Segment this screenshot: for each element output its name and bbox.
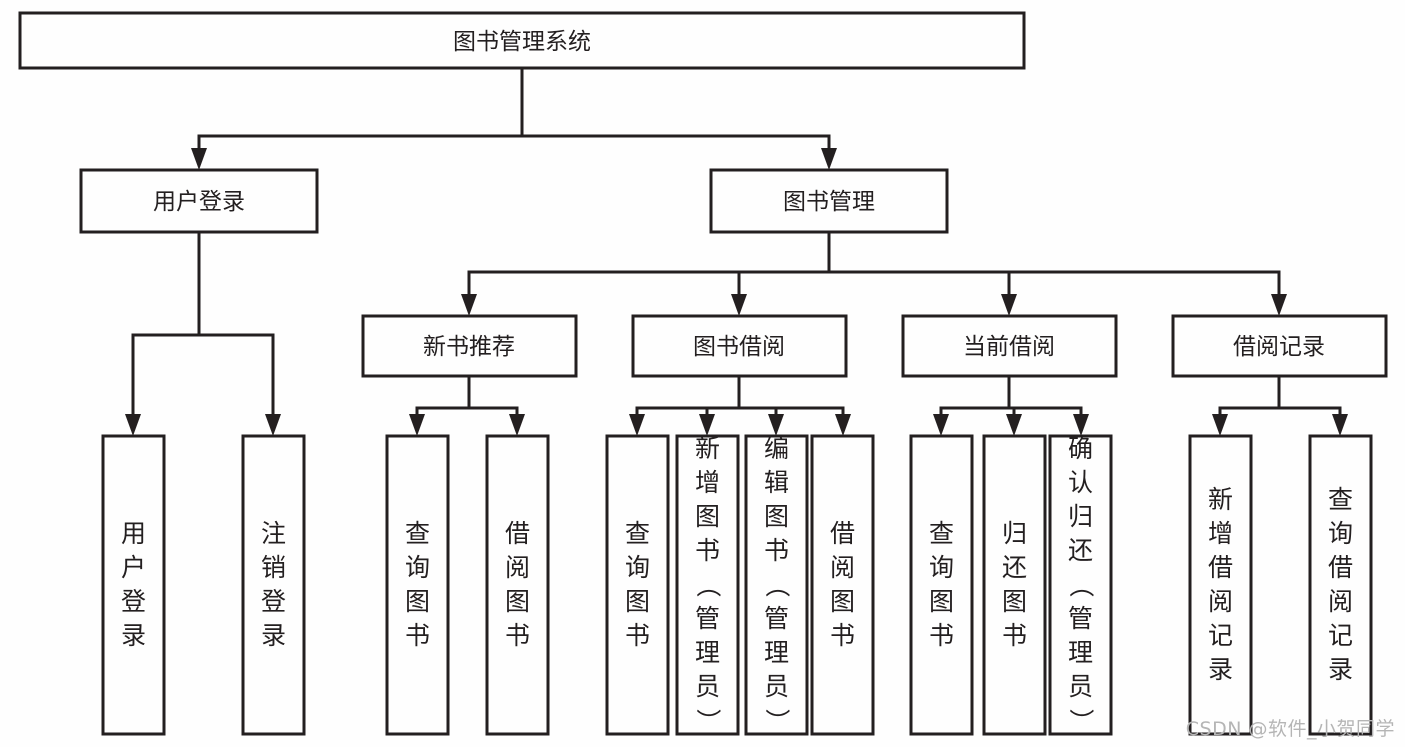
- node-leaf-add-borrow-record[interactable]: [1188, 434, 1253, 736]
- node-leaf-edit-book-admin[interactable]: [744, 434, 809, 736]
- node-borrow-record[interactable]: 借阅记录: [1171, 314, 1388, 378]
- connector-group-current-borrow: [933, 374, 1089, 436]
- node-leaf-query-book-current-box: [909, 434, 974, 736]
- node-new-book-recommend-label: 新书推荐: [423, 334, 515, 360]
- arrow-head-leaf-edit-book-admin: [768, 414, 784, 436]
- node-new-book-recommend-box: [361, 314, 578, 378]
- arrow-head-leaf-add-book-admin: [699, 414, 715, 436]
- arrow-head-leaf-return-book: [1006, 414, 1022, 436]
- connector-group-root: [191, 66, 837, 170]
- arrow-head-leaf-user-login: [125, 414, 141, 436]
- arrow-head-book-borrow: [731, 294, 747, 316]
- node-current-borrow-box: [901, 314, 1118, 378]
- node-current-borrow[interactable]: 当前借阅: [901, 314, 1118, 378]
- connector-group-new-book-recommend: [409, 374, 525, 436]
- node-leaf-query-book-recommend-box: [385, 434, 450, 736]
- node-leaf-edit-book-admin-box: [744, 434, 809, 736]
- node-book-borrow-box: [631, 314, 848, 378]
- connector-group-book-borrow: [629, 374, 851, 436]
- node-root-system-label: 图书管理系统: [453, 29, 591, 55]
- node-leaf-query-book-borrow[interactable]: [605, 434, 670, 736]
- arrow-head-leaf-query-book-current: [933, 414, 949, 436]
- node-leaf-query-book-current[interactable]: [909, 434, 974, 736]
- node-root-system[interactable]: 图书管理系统: [18, 11, 1026, 70]
- node-leaf-user-login[interactable]: [101, 434, 166, 736]
- node-current-borrow-label: 当前借阅: [963, 334, 1055, 360]
- connector-group-user-login: [125, 230, 281, 436]
- node-leaf-return-book[interactable]: [982, 434, 1047, 736]
- node-leaf-add-book-admin[interactable]: [675, 434, 740, 736]
- arrow-head-leaf-query-borrow-record: [1332, 414, 1348, 436]
- node-leaf-query-book-borrow-box: [605, 434, 670, 736]
- node-root-system-box: [18, 11, 1026, 70]
- arrow-head-user-login: [191, 148, 207, 170]
- arrow-head-leaf-logout-login: [265, 414, 281, 436]
- arrow-head-leaf-borrow-book-recommend: [509, 414, 525, 436]
- arrow-head-new-book-recommend: [461, 294, 477, 316]
- arrow-head-leaf-add-borrow-record: [1212, 414, 1228, 436]
- arrow-head-leaf-confirm-return-admin: [1073, 414, 1089, 436]
- node-leaf-user-login-box: [101, 434, 166, 736]
- connector-group-borrow-record: [1212, 374, 1348, 436]
- node-book-borrow[interactable]: 图书借阅: [631, 314, 848, 378]
- node-borrow-record-label: 借阅记录: [1233, 334, 1325, 360]
- arrow-head-leaf-query-book-borrow: [629, 414, 645, 436]
- node-book-management[interactable]: 图书管理: [709, 168, 949, 234]
- node-leaf-borrow-book[interactable]: [810, 434, 875, 736]
- node-leaf-logout-login[interactable]: [241, 434, 306, 736]
- node-leaf-add-book-admin-box: [675, 434, 740, 736]
- node-user-login[interactable]: 用户登录: [79, 168, 319, 234]
- node-borrow-record-box: [1171, 314, 1388, 378]
- node-leaf-add-borrow-record-box: [1188, 434, 1253, 736]
- node-user-login-box: [79, 168, 319, 234]
- arrow-head-current-borrow: [1001, 294, 1017, 316]
- node-new-book-recommend[interactable]: 新书推荐: [361, 314, 578, 378]
- node-leaf-query-borrow-record-box: [1308, 434, 1373, 736]
- node-leaf-borrow-book-box: [810, 434, 875, 736]
- arrow-head-leaf-query-book-recommend: [409, 414, 425, 436]
- node-leaf-logout-login-box: [241, 434, 306, 736]
- node-leaf-confirm-return-admin[interactable]: [1048, 434, 1113, 736]
- node-leaf-query-borrow-record[interactable]: [1308, 434, 1373, 736]
- arrow-head-book-management: [821, 148, 837, 170]
- arrow-head-borrow-record: [1271, 294, 1287, 316]
- arrow-head-leaf-borrow-book: [835, 414, 851, 436]
- node-leaf-borrow-book-recommend[interactable]: [485, 434, 550, 736]
- node-user-login-label: 用户登录: [153, 189, 245, 215]
- csdn-watermark: CSDN @软件_小贺同学: [1185, 718, 1395, 740]
- node-book-management-box: [709, 168, 949, 234]
- node-book-borrow-label: 图书借阅: [693, 334, 785, 360]
- node-leaf-confirm-return-admin-box: [1048, 434, 1113, 736]
- node-leaf-query-book-recommend[interactable]: [385, 434, 450, 736]
- connector-group-book-management: [461, 230, 1287, 316]
- node-leaf-return-book-box: [982, 434, 1047, 736]
- node-leaf-borrow-book-recommend-box: [485, 434, 550, 736]
- node-book-management-label: 图书管理: [783, 189, 875, 215]
